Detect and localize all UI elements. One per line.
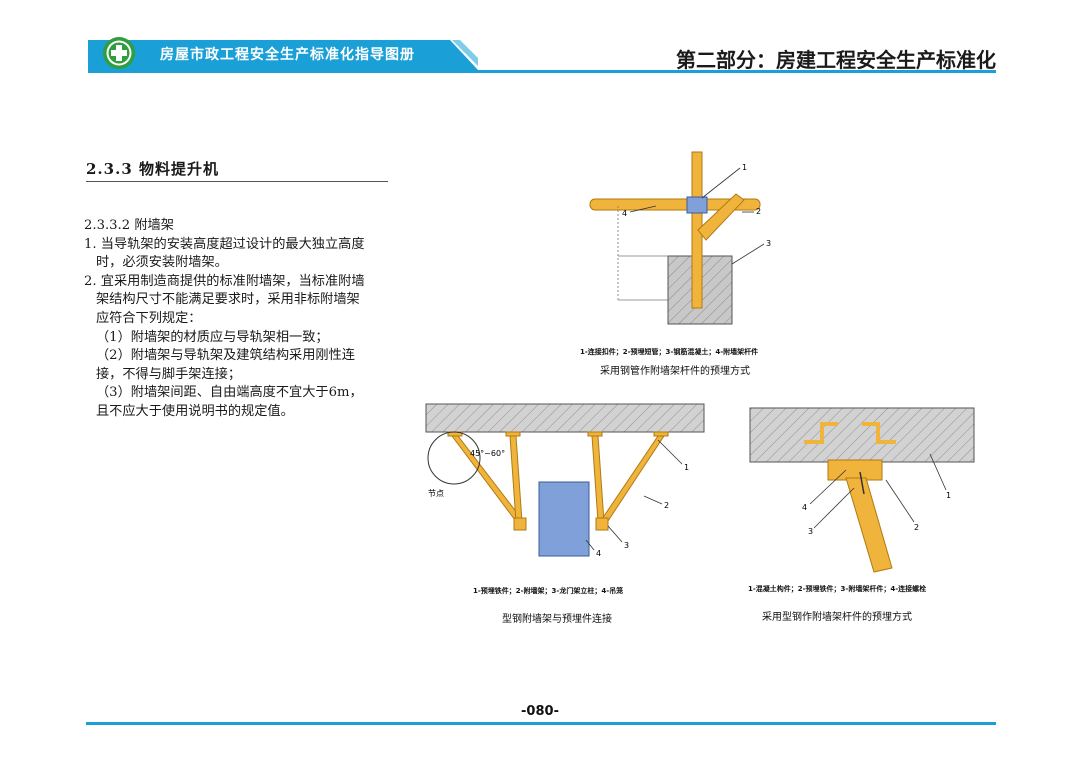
sub-item-3-line-2: 且不应大于使用说明书的规定值。: [96, 403, 294, 419]
fig2-label-4: 4: [596, 549, 601, 558]
section-rule: [86, 181, 388, 182]
fig2-label-3: 3: [624, 541, 629, 550]
subheading: 2.3.3.2 附墙架: [84, 218, 174, 233]
fig1-legend: 1-连接扣件；2-预埋短管；3-钢筋混凝土；4-附墙架杆件: [580, 348, 759, 356]
header-divider: [88, 70, 996, 73]
fig2-label-2: 2: [664, 501, 669, 510]
fig3-label-2: 2: [914, 523, 919, 532]
fig3-label-1: 1: [946, 491, 951, 500]
fig3-legend: 1-混凝土构件；2-预埋铁件；3-附墙架杆件；4-连接螺栓: [748, 585, 927, 593]
fig2-angle-label: 45°~60°: [470, 449, 505, 458]
header-banner: [88, 40, 478, 70]
fig2-legend: 1-预埋铁件；2-附墙架；3-龙门架立柱；4-吊笼: [473, 587, 624, 595]
item-2-line-3: 应符合下列规定：: [96, 310, 202, 326]
fig2-caption: 型钢附墙架与预埋件连接: [502, 614, 612, 625]
item-2-line-1: 2. 宜采用制造商提供的标准附墙架，当标准附墙: [84, 273, 365, 289]
figure-steel-pipe-wall-tie: 1 2 3 4: [589, 151, 771, 325]
sub-item-2-line-1: （2）附墙架与导轨架及建筑结构采用刚性连: [96, 348, 355, 364]
fig3-label-3: 3: [808, 527, 813, 536]
footer-divider: [86, 722, 996, 725]
body-text: 2.3.3.2 附墙架 1. 当导轨架的安装高度超过设计的最大独立高度 时，必须…: [84, 217, 394, 422]
fig1-label-1: 1: [742, 163, 747, 172]
sub-item-3-line-1: （3）附墙架间距、自由端高度不宜大于6m，: [96, 385, 363, 401]
item-1-line-2: 时，必须安装附墙架。: [96, 255, 228, 271]
fig2-node-label: 节点: [428, 489, 444, 498]
fig2-label-1: 1: [684, 463, 689, 472]
fig1-label-3: 3: [766, 239, 771, 248]
fig3-label-4: 4: [802, 503, 807, 512]
book-title: 房屋市政工程安全生产标准化指导图册: [160, 47, 415, 63]
safety-cross-logo-icon: [103, 37, 135, 69]
fig1-label-4: 4: [622, 209, 627, 218]
part-title: 第二部分：房建工程安全生产标准化: [676, 48, 996, 72]
fig1-caption: 采用钢管作附墙架杆件的预埋方式: [600, 366, 750, 377]
item-2-line-2: 架结构尺寸不能满足要求时，采用非标附墙架: [96, 292, 360, 308]
sub-item-2-line-2: 接，不得与脚手架连接；: [96, 366, 242, 382]
figure-section-steel-embedded: 1 2 3 4: [749, 407, 975, 573]
fig1-label-2: 2: [756, 207, 761, 216]
sub-item-1: （1）附墙架的材质应与导轨架相一致；: [96, 329, 329, 345]
section-heading: 2.3.3 物料提升机: [86, 160, 219, 178]
item-1-line-1: 1. 当导轨架的安装高度超过设计的最大独立高度: [84, 236, 365, 252]
figure-section-steel-wall-tie: 45°~60° 节点 1 2 3 4: [425, 403, 705, 558]
fig3-caption: 采用型钢作附墙架杆件的预埋方式: [762, 612, 912, 623]
page-number: -080-: [521, 704, 559, 719]
